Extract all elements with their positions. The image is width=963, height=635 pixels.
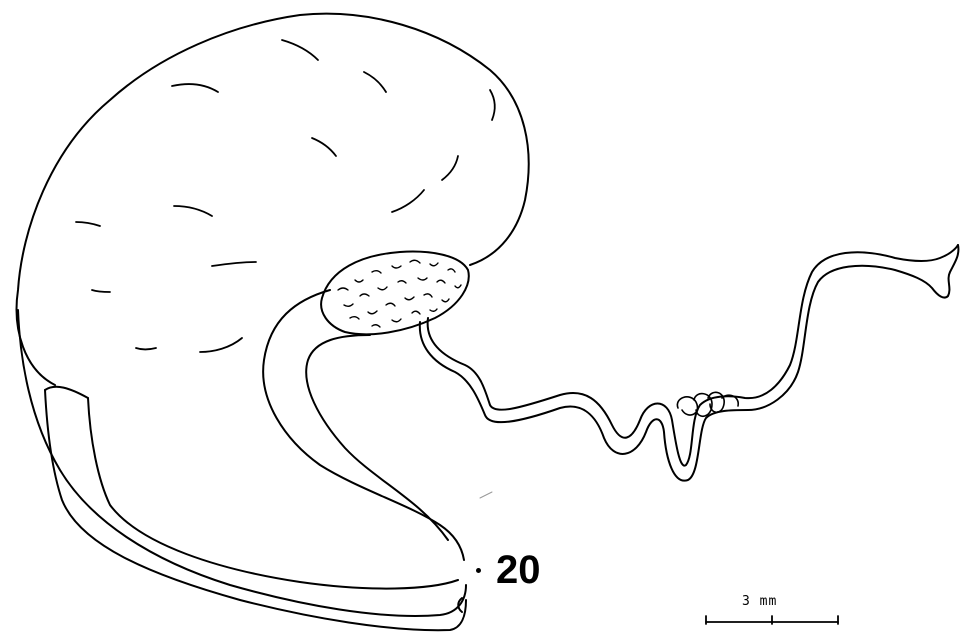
- central-duct-outer: [263, 290, 464, 560]
- stray-mark: [480, 492, 492, 498]
- thin-duct-lower: [420, 245, 959, 481]
- scale-bar-label: 3 mm: [742, 595, 777, 608]
- surface-markings: [76, 40, 495, 352]
- figure-number-pointer-dot: [476, 568, 481, 573]
- left-tube-outer: [45, 390, 466, 630]
- central-duct-inner: [306, 335, 448, 540]
- gland-texture: [338, 260, 461, 327]
- left-tube-cap: [45, 387, 88, 398]
- left-tube-inner: [88, 398, 458, 589]
- thin-duct-upper: [428, 245, 958, 466]
- main-body-outline: [17, 14, 529, 385]
- figure-number: 20: [496, 550, 541, 590]
- scale-bar: [706, 616, 838, 624]
